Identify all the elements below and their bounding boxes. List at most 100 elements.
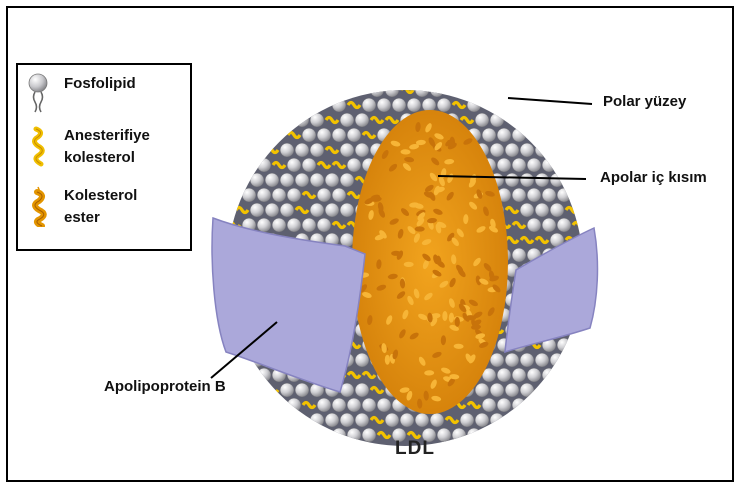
phospholipid-head [332,128,346,142]
phospholipid-head [295,113,309,127]
phospholipid-head [287,398,301,412]
phospholipid-head [512,188,526,202]
cholesterol-ester-molecule [455,317,460,327]
phospholipid-head [415,83,429,97]
phospholipid-head [340,143,354,157]
phospholipid-head [400,413,414,427]
phospholipid-head [265,173,279,187]
phospholipid-head [475,113,489,127]
legend-label-line2: kolesterol [64,149,135,166]
phospholipid-head [302,218,316,232]
legend-label-line2: ester [64,209,100,226]
phospholipid-head [355,413,369,427]
phospholipid-head [317,188,331,202]
phospholipid-head [535,203,549,217]
phospholipid-head [317,218,331,232]
phospholipid-head [272,218,286,232]
phospholipid-head [287,158,301,172]
phospholipid-head [257,158,271,172]
phospholipid-head [280,143,294,157]
phospholipid-head [527,368,541,382]
phospholipid-head [527,218,541,232]
phospholipid-head [287,188,301,202]
apolar-core-label: Apolar iç kısım [600,169,707,186]
phospholipid-head [415,413,429,427]
phospholipid-head [325,173,339,187]
phospholipid-head [377,398,391,412]
phospholipid-head [362,98,376,112]
phospholipid-head [550,203,564,217]
phospholipid-head [467,98,481,112]
cholesterol-ester-molecule [404,262,414,267]
phospholipid-head [430,83,444,97]
phospholipid-head [497,158,511,172]
phospholipid-head [482,398,496,412]
phospholipid-head [347,398,361,412]
cholesterol-ester-molecule [385,355,390,365]
phospholipid-head [527,188,541,202]
apolar-core [352,110,508,414]
ldl-title: LDL [395,438,435,460]
phospholipid-head [370,83,384,97]
phospholipid-head [347,158,361,172]
phospholipid-head [385,413,399,427]
phospholipid-head [557,218,571,232]
phospholipid-head [490,143,504,157]
phospholipid-head [437,428,451,442]
phospholipid-head [332,188,346,202]
phospholipid-head [542,188,556,202]
phospholipid-head [542,368,556,382]
phospholipid-head [437,98,451,112]
phospholipid-head [340,413,354,427]
phospholipid-head [250,173,264,187]
phospholipid-head [527,158,541,172]
phospholipid-head [385,83,399,97]
phospholipid-head [550,173,564,187]
phospholipid-head [317,398,331,412]
cholesterol-ester-icon [24,185,54,227]
legend-item-phospholipid: Fosfolipid [24,73,136,115]
phospholipid-head [302,158,316,172]
phospholipid-head [310,173,324,187]
legend-label-line1: Anesterifiye [64,127,150,144]
phospholipid-head [355,353,369,367]
phospholipid-head [452,428,466,442]
phospholipid-head [250,203,264,217]
phospholipid-head [317,128,331,142]
legend: Fosfolipid Anesterifiye kolesterol Koles… [16,63,192,251]
phospholipid-head [332,98,346,112]
phospholipid-head [302,128,316,142]
phospholipid-head [512,128,526,142]
phospholipid-head [257,218,271,232]
phospholipid-head [505,143,519,157]
phospholipid-head [512,158,526,172]
phospholipid-head [392,98,406,112]
phospholipid-head [497,128,511,142]
phospholipid-head [355,113,369,127]
phospholipid-head [257,188,271,202]
phospholipid-head [490,353,504,367]
phospholipid-head [310,203,324,217]
phospholipid-head [557,188,571,202]
phospholipid-head [535,143,549,157]
phospholipid-head [542,158,556,172]
phospholipid-head [520,203,534,217]
phospholipid-head [242,188,256,202]
phospholipid-head [355,383,369,397]
phospholipid-head [490,413,504,427]
phospholipid-head [512,398,526,412]
phospholipid-head [295,383,309,397]
phospholipid-head [542,218,556,232]
phospholipid-head [377,98,391,112]
phospholipid-head [272,188,286,202]
legend-label-free-cholesterol: Anesterifiye kolesterol [64,125,150,169]
legend-label-phospholipid: Fosfolipid [64,73,136,95]
legend-label-cholesterol-ester: Kolesterol ester [64,185,137,229]
phospholipid-head [287,218,301,232]
phospholipid-head [280,173,294,187]
phospholipid-icon [24,73,54,115]
phospholipid-head [475,383,489,397]
phospholipid-head [490,383,504,397]
phospholipid-head [535,173,549,187]
phospholipid-head [490,113,504,127]
